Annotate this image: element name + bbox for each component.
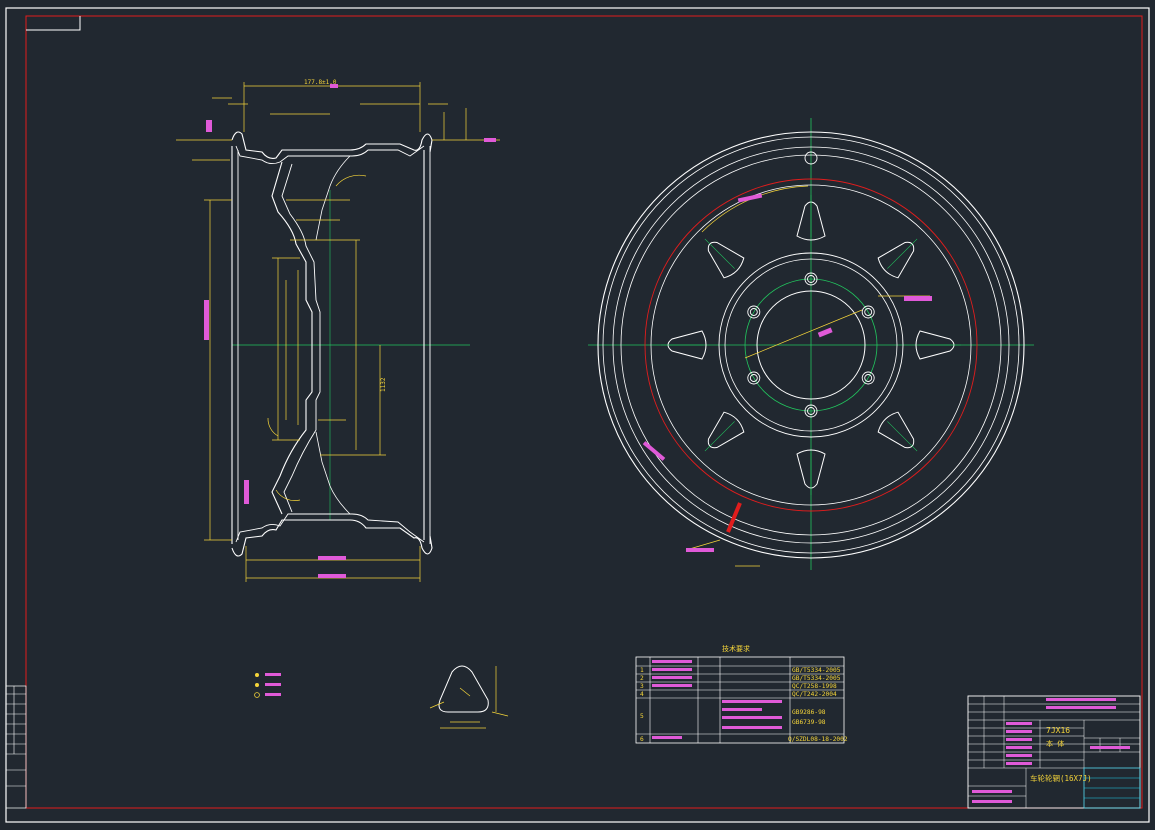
vent-hole (707, 241, 745, 279)
rim-bottom-profile (231, 519, 433, 557)
vent-hole-detail (429, 665, 509, 729)
bolt-hole (747, 371, 761, 385)
tech-row-num-1: 1 (640, 667, 644, 674)
rim-top-profile-inner (235, 145, 425, 165)
rim-section-view: 177.8±1.0 1132 (176, 79, 500, 582)
bolt-hole (804, 404, 818, 418)
section-dimensions (176, 82, 500, 582)
center-bore-circle (756, 290, 866, 400)
rim-well-circle (620, 154, 1002, 536)
tech-row-num-2: 2 (640, 675, 644, 682)
vent-hole (667, 330, 707, 360)
bolt-hole-inner (807, 407, 815, 415)
tech-table-red-cells (652, 660, 782, 739)
hub-inner-circle (724, 258, 898, 432)
tech-row-num-3: 3 (640, 683, 644, 690)
bolt-hole (747, 305, 761, 319)
rim-bead-circle (612, 146, 1010, 544)
disc-weld-circle (644, 178, 978, 512)
vent-center-line (704, 238, 735, 269)
rim-outer-circle (597, 131, 1025, 559)
title-block: 7JX16 本 体 车轮轮辋(16X7J) (967, 695, 1141, 809)
tech-row-num-5: 5 (640, 713, 644, 720)
bolt-pcd-circle (744, 278, 878, 412)
disc-profile-inner (281, 163, 321, 513)
drawing-border (25, 15, 1143, 809)
title-block-model: 7JX16 (1046, 726, 1070, 735)
top-left-tab (26, 16, 81, 31)
bolt-hole-inner (749, 308, 758, 316)
wheel-front-view (588, 118, 1034, 570)
vent-holes (661, 195, 961, 495)
vent-center-line (887, 421, 918, 452)
section-tolerance-labels (204, 84, 496, 578)
disc-outer-circle (650, 184, 972, 506)
tech-standard-4: QC/T242-2004 (792, 691, 837, 698)
rim-top-profile (231, 131, 433, 159)
bolt-hole (804, 272, 818, 286)
weld-position-mark (726, 502, 742, 533)
section-dim-text: 177.8±1.0 1132 (304, 79, 387, 392)
wheel-dimensions (685, 185, 930, 567)
tech-row-num-6: 6 (640, 736, 644, 743)
rim-flange-circle (602, 136, 1020, 554)
tech-standard-5: GB9286-98 (792, 709, 826, 716)
vent-detail-shape (438, 665, 489, 713)
bolt-hole-inner (749, 374, 758, 382)
bolt-hole (861, 305, 875, 319)
center-vertical-dim-text: 1132 (380, 377, 387, 392)
disc-upper-curve (315, 155, 351, 241)
bolt-hole (861, 371, 875, 385)
wheel-dim-labels (642, 193, 932, 552)
disc-profile-outer (271, 161, 313, 515)
tech-standard-6: GB6739-98 (792, 719, 826, 726)
bolt-hole-inner (864, 374, 873, 382)
bolt-hole-inner (864, 308, 873, 316)
vent-center-line (887, 238, 918, 269)
tech-standard-1: GB/T5334-2005 (792, 667, 841, 674)
tech-requirements-table: 技术要求 1 2 3 4 5 6 GB/T5334-2005 GB/T5334-… (635, 644, 848, 744)
tech-standard-2: GB/T5334-2005 (792, 675, 841, 682)
vent-hole (877, 241, 915, 279)
title-block-sub: 本 体 (1046, 739, 1064, 748)
bolt-hole-inner (807, 275, 815, 283)
rim-bottom-profile-inner (235, 513, 425, 543)
tech-table-heading: 技术要求 (722, 644, 750, 653)
hub-outer-circle (718, 252, 904, 438)
title-block-part-name: 车轮轮辋(16X7J) (1030, 773, 1092, 783)
rim-width-dim-text: 177.8±1.0 (304, 79, 337, 86)
vent-hole (796, 449, 826, 489)
left-side-strip (5, 685, 27, 809)
surface-legend (254, 673, 281, 698)
vent-hole (796, 201, 826, 241)
tech-row-num-4: 4 (640, 691, 644, 698)
tech-standard-7: Q/SZDL08-18-2002 (788, 736, 848, 743)
title-block-red-cells (972, 698, 1130, 803)
sheet-outer-frame (5, 7, 1150, 823)
vent-hole (877, 411, 915, 449)
bolt-holes (747, 272, 875, 418)
vent-center-line (704, 421, 735, 452)
vent-hole (915, 330, 955, 360)
tech-standard-3: QC/T258-1998 (792, 683, 837, 690)
disc-lower-curve (315, 431, 351, 515)
vent-hole (707, 411, 745, 449)
valve-hole (804, 151, 818, 165)
